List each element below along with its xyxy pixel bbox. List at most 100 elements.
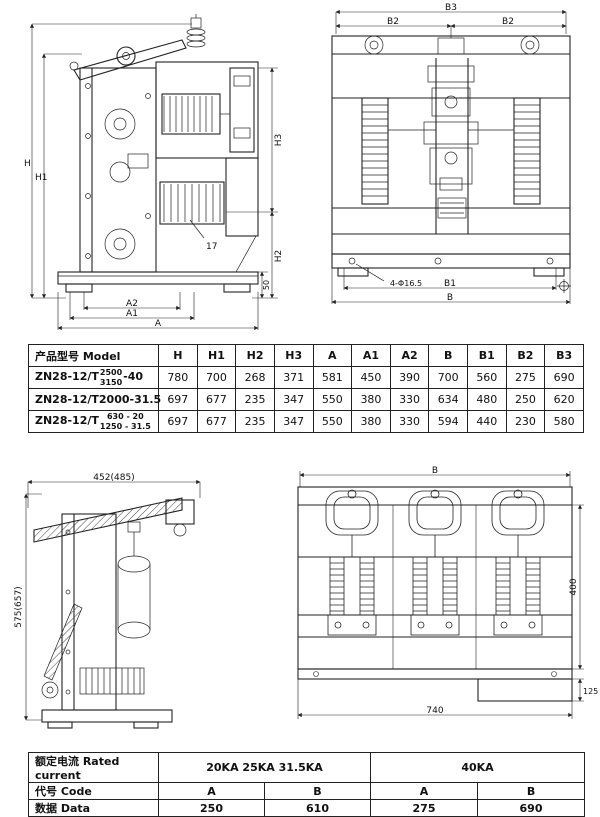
table-row: 数据 Data 250 610 275 690 <box>28 799 586 817</box>
callout-leader <box>189 219 205 239</box>
data-cell: 690 <box>476 799 586 817</box>
side-view-details <box>58 14 258 277</box>
left-insulator-ribs <box>362 104 388 197</box>
front-view-details <box>348 35 571 293</box>
value-cell: 700 <box>428 366 468 389</box>
value-cell: 330 <box>389 410 430 433</box>
dim-label-b: B <box>447 293 453 303</box>
column-header: B2 <box>505 344 546 367</box>
dim-label-width: 452(485) <box>93 473 134 483</box>
side-view-bottom-dimension-lines <box>23 479 201 721</box>
value-cell: 390 <box>389 366 430 389</box>
model-prefix: ZN28-12/T <box>35 414 99 428</box>
value-cell: 450 <box>351 366 391 389</box>
table-row: 额定电流 Rated current 20KA 25KA 31.5KA 40KA <box>28 752 586 783</box>
value-cell: 550 <box>312 388 353 411</box>
table-header-row: 产品型号 Model H H1 H2 H3 A A1 A2 B B1 B2 B3 <box>28 344 584 367</box>
column-header: A2 <box>389 344 430 367</box>
column-header: B1 <box>467 344 507 367</box>
current-group-low: 20KA 25KA 31.5KA <box>158 752 371 783</box>
column-header: A <box>312 344 353 367</box>
value-cell: 275 <box>505 366 546 389</box>
dim-label-height: 575(657) <box>14 586 24 627</box>
value-cell: 235 <box>235 410 275 433</box>
code-label: 代号 Code <box>28 782 159 800</box>
value-cell: 677 <box>196 410 237 433</box>
front-view-bottom-dimension-lines <box>297 471 584 719</box>
model-dimensions-table: 产品型号 Model H H1 H2 H3 A A1 A2 B B1 B2 B3… <box>28 344 584 433</box>
value-cell: 620 <box>544 388 584 411</box>
side-view-top-drawing: H H1 H3 H2 50 A2 A1 A 17 <box>24 14 284 331</box>
model-prefix: ZN28-12/T2000-31.5 <box>35 393 162 406</box>
front-view-outline <box>331 35 571 277</box>
insulator-ribs <box>163 184 221 222</box>
lower-mechanism-box <box>477 678 573 702</box>
dim-label-a1: A1 <box>126 309 138 319</box>
column-header: B3 <box>544 344 584 367</box>
current-group-high: 40KA <box>369 752 586 783</box>
dim-label-b3: B3 <box>445 3 457 13</box>
mounting-holes-label: 4-Φ16.5 <box>390 279 422 288</box>
model-suffix: -40 <box>123 370 144 384</box>
dim-label-b: B <box>432 466 438 476</box>
table-row: ZN28-12/T2000-31.5 697 677 235 347 550 3… <box>28 388 584 411</box>
dim-label-h: H <box>24 159 31 169</box>
code-cell: B <box>476 782 586 800</box>
value-cell: 594 <box>428 410 468 433</box>
model-prefix: ZN28-12/T <box>35 370 99 384</box>
value-cell: 250 <box>505 388 546 411</box>
value-cell: 330 <box>389 388 430 411</box>
dim-label-h2: H2 <box>274 250 284 263</box>
side-view-outline <box>57 39 259 293</box>
front-view-top-drawing: B3 B2 B2 B1 B 4-Φ16.5 <box>331 3 571 305</box>
front-view-dimension-lines <box>331 9 571 305</box>
bellows-ribs <box>163 96 213 132</box>
side-view-bottom-outline <box>33 497 195 729</box>
dim-label-a: A <box>155 319 162 329</box>
value-cell: 550 <box>312 410 353 433</box>
value-cell: 580 <box>544 410 584 433</box>
value-cell: 700 <box>196 366 237 389</box>
dim-label-h3: H3 <box>274 134 284 147</box>
value-cell: 230 <box>505 410 546 433</box>
value-cell: 380 <box>351 410 391 433</box>
data-cell: 275 <box>370 799 478 817</box>
column-header: H2 <box>235 344 275 367</box>
value-cell: 480 <box>467 388 507 411</box>
right-insulator-ribs <box>514 104 540 197</box>
nameplate <box>437 197 467 219</box>
value-cell: 581 <box>312 366 353 389</box>
column-header: H1 <box>196 344 237 367</box>
value-cell: 347 <box>273 388 314 411</box>
data-cell: 610 <box>264 799 371 817</box>
dim-label-400: 400 <box>569 578 579 595</box>
value-cell: 677 <box>196 388 237 411</box>
dim-label-740: 740 <box>426 706 443 716</box>
side-view-bottom-details <box>41 521 187 699</box>
column-header: A1 <box>351 344 391 367</box>
dim-label-a2: A2 <box>126 299 138 309</box>
hatched-strut <box>43 603 83 681</box>
column-header-model: 产品型号 Model <box>28 344 159 367</box>
data-cell: 250 <box>158 799 265 817</box>
column-header: H3 <box>273 344 314 367</box>
dim-label-b2-left: B2 <box>387 17 399 27</box>
dim-label-b2-right: B2 <box>502 17 514 27</box>
data-label: 数据 Data <box>28 799 159 817</box>
dim-label-h1: H1 <box>35 173 48 183</box>
model-cell: ZN28-12/T2000-31.5 <box>28 388 162 411</box>
value-cell: 347 <box>273 410 314 433</box>
front-view-bottom-drawing: B 400 125 740 <box>297 466 598 719</box>
value-cell: 268 <box>235 366 275 389</box>
code-cell: A <box>370 782 478 800</box>
front-view-bottom-outline <box>297 486 573 702</box>
table-row: 代号 Code A B A B <box>28 782 586 800</box>
value-cell: 697 <box>158 388 198 411</box>
insulator-ribs <box>85 668 141 694</box>
dim-label-50: 50 <box>262 280 271 290</box>
